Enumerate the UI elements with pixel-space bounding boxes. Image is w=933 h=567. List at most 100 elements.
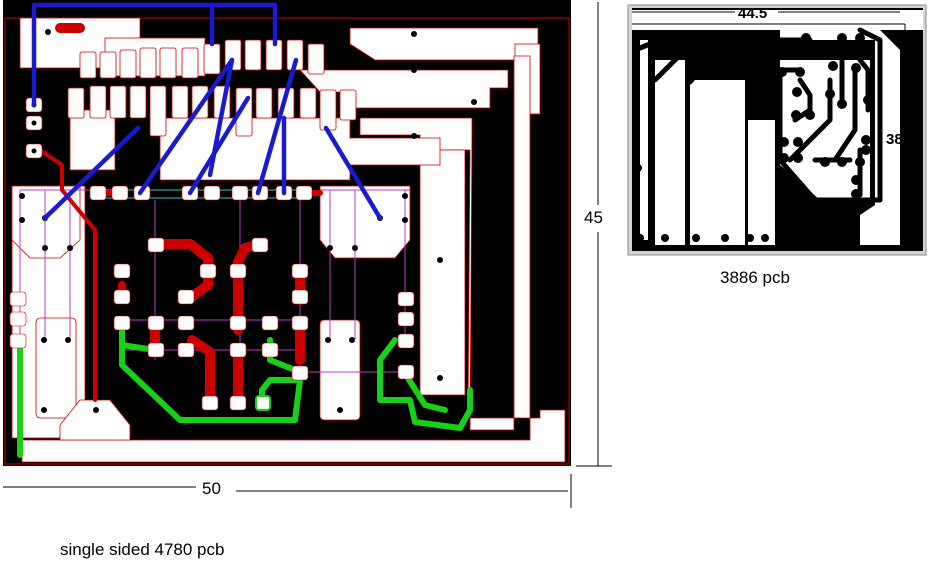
blue-jumper-top-loop [31,2,278,108]
small-pad [828,61,838,71]
small-copper-top [632,10,923,30]
pad [291,365,309,381]
small-pad [793,153,803,163]
small-copper-right [780,30,900,245]
copper-upper-band [159,117,441,181]
small-pad [861,135,871,145]
pad [229,315,247,331]
pad [203,185,221,201]
copper-left-top-block [69,109,116,171]
green-traces [17,327,473,458]
drill-hole [437,375,443,381]
small-copper [632,10,923,245]
pad [291,289,309,305]
small-pad [751,95,761,105]
pin-pad [139,47,157,79]
small-board-height-label: 38.3 [886,131,916,148]
drill-hole [19,217,25,223]
small-pad [791,110,801,120]
copper-pours [11,17,566,463]
small-pad [746,234,754,242]
pad [201,395,219,411]
small-pad [820,157,830,167]
small-pad [779,137,789,147]
small-board [627,4,927,256]
pad [255,395,271,411]
small-pad [795,67,805,77]
pad [113,289,131,305]
drill-hole [67,245,73,251]
pin-pad [339,89,357,121]
drill-hole [402,193,408,199]
drill-hole [41,337,47,343]
small-board-caption: 3886 pcb [720,268,790,287]
blue-jumper [137,57,235,196]
small-pad [851,63,861,73]
small-pad [692,234,700,242]
small-pad [825,89,835,99]
pad [9,291,27,307]
red-link-thin [38,148,97,402]
pad [199,263,217,279]
connector-row-bottom [67,85,357,137]
copper-bottom-left-tab [59,399,131,441]
pin-pad [244,39,262,71]
pad [9,333,27,349]
green-trace-right-b [403,372,448,413]
drill-hole [545,401,551,407]
copper-right-tall-pad [319,319,361,421]
drill-hole [65,337,71,343]
small-pad [793,137,803,147]
small-pad [801,50,811,60]
small-pad [837,157,847,167]
pad [397,311,415,327]
main-board-width-label: 50 [199,479,224,499]
pad [113,263,131,279]
pads [9,97,415,411]
pad [229,395,247,411]
drill-hole [352,245,358,251]
green-trace-right [377,337,473,431]
drill-hole [19,193,25,199]
blue-jumpers [31,2,383,221]
drill-holes [19,29,558,413]
copper-right-hex [319,185,411,259]
pad [231,185,249,201]
drill-hole [41,407,47,413]
pin-pad [299,87,317,119]
small-pad [863,95,873,105]
small-pad [855,157,865,167]
drill-hole [493,399,499,405]
small-copper-mid [780,60,870,200]
pad [295,185,313,201]
small-pad [851,175,861,185]
pad [397,364,415,380]
pin-pad [89,85,107,119]
small-trace [857,37,871,113]
drill-hole [471,99,477,105]
pin-pad [171,85,189,119]
pad [291,263,309,279]
pad [251,237,269,253]
blue-jumper [42,125,141,221]
pin-pad [159,47,177,79]
pad [291,315,309,331]
main-board-caption: single sided 4780 pcb [60,540,225,559]
blue-jumper [187,95,251,196]
pad [261,342,279,358]
small-pad [777,67,787,77]
small-pad [855,33,865,43]
small-pad [792,87,802,97]
pin-pad [149,85,167,137]
drill-hole [382,407,388,413]
pin-pad [307,43,325,75]
small-pad [761,234,769,242]
small-trace [652,52,808,83]
copper-bottom-loop [419,149,466,396]
pin-pad [99,51,117,79]
blue-jumper [207,57,235,178]
drill-hole [45,29,51,35]
pad [397,333,415,349]
green-trace-loop [119,327,303,423]
